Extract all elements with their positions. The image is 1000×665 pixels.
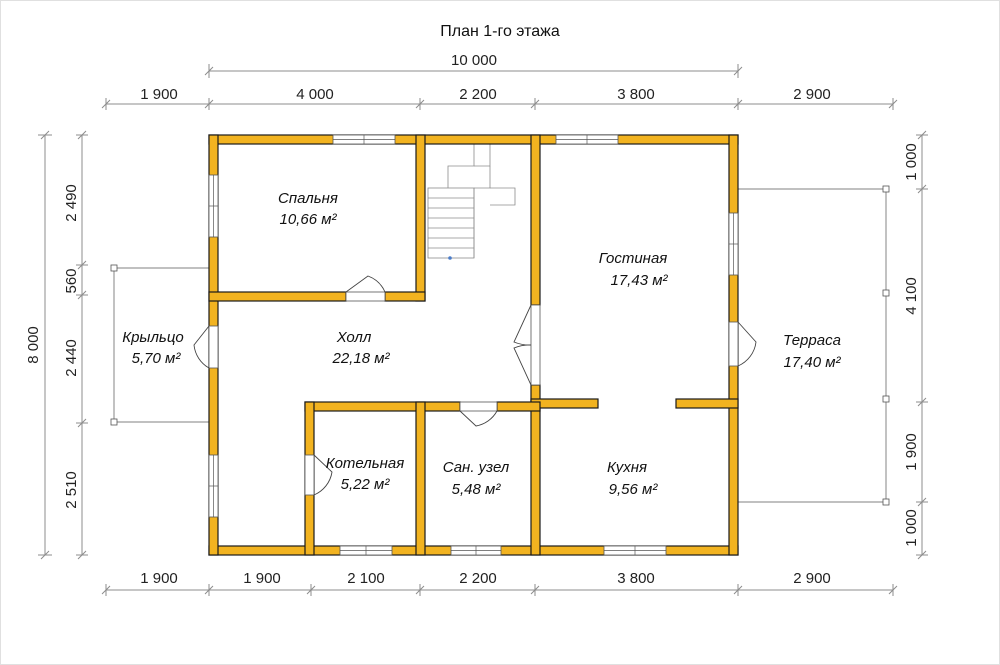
window — [603, 545, 667, 556]
terrace-post — [882, 185, 890, 193]
room-bedroom: Спальня 10,66 м² — [278, 190, 338, 228]
room-bathroom: Сан. узел 5,48 м² — [443, 459, 510, 498]
windows — [208, 134, 739, 556]
outer-wall-top — [208, 134, 739, 145]
room-porch: Крыльцо 5,70 м² — [122, 329, 184, 367]
top-dim-2: 4 000 — [296, 86, 334, 103]
room-boiler: Котельная 5,22 м² — [326, 455, 404, 493]
top-dim-4: 3 800 — [617, 86, 655, 103]
door — [459, 401, 498, 427]
left-total-label: 8 000 — [25, 326, 42, 364]
left-dim-4: 2 510 — [63, 471, 80, 509]
door — [728, 321, 757, 367]
bottom-dim-4: 2 200 — [459, 570, 497, 587]
staircase — [427, 143, 516, 260]
right-dim-1: 1 000 — [903, 143, 920, 181]
right-dimension-chain: 1 000 4 100 1 900 1 000 — [903, 130, 928, 560]
terrace-post — [882, 395, 890, 403]
window — [555, 134, 619, 145]
room-living-name: Гостиная — [599, 250, 668, 267]
right-dim-2: 4 100 — [903, 277, 920, 315]
bedroom-wall-bottom-b — [384, 291, 426, 302]
room-kitchen-name: Кухня — [607, 459, 647, 476]
room-terrace-area: 17,40 м² — [784, 354, 842, 371]
room-terrace: Терраса 17,40 м² — [783, 332, 841, 371]
top-dim-5: 2 900 — [793, 86, 831, 103]
door — [345, 275, 386, 302]
overall-width-label: 10 000 — [451, 52, 497, 69]
living-wall-upper — [530, 134, 541, 306]
left-dim-3: 2 440 — [63, 339, 80, 377]
window — [208, 454, 219, 518]
window — [339, 545, 393, 556]
plan-title: План 1-го этажа — [440, 23, 560, 40]
utility-wall-top-b — [496, 401, 541, 412]
right-dim-3: 1 900 — [903, 433, 920, 471]
porch-outline — [110, 264, 209, 426]
bottom-dim-5: 3 800 — [617, 570, 655, 587]
porch-post — [110, 264, 118, 272]
utility-wall-top-a — [304, 401, 461, 412]
room-hall: Холл 22,18 м² — [332, 329, 391, 367]
doors — [193, 275, 757, 496]
door — [304, 454, 333, 496]
top-dim-1: 1 900 — [140, 86, 178, 103]
room-bathroom-area: 5,48 м² — [452, 481, 502, 498]
boiler-wall-right — [415, 401, 426, 556]
stair-marker — [448, 256, 452, 260]
bottom-dim-2: 1 900 — [243, 570, 281, 587]
bottom-dim-6: 2 900 — [793, 570, 831, 587]
porch-post — [110, 418, 118, 426]
left-dim-2: 560 — [63, 268, 80, 293]
left-total-dimension: 8 000 — [25, 130, 52, 560]
window — [332, 134, 396, 145]
terrace-outline — [738, 185, 890, 506]
door — [513, 304, 541, 386]
bottom-dim-3: 2 100 — [347, 570, 385, 587]
left-dim-1: 2 490 — [63, 184, 80, 222]
terrace-post — [882, 498, 890, 506]
left-dimension-chain: 2 490 560 2 440 2 510 — [63, 130, 88, 560]
top-dimension-chain: 1 900 4 000 2 200 3 800 2 900 — [101, 86, 898, 110]
room-boiler-area: 5,22 м² — [341, 476, 391, 493]
kitchen-divider-right — [675, 398, 739, 409]
kitchen-divider-left — [530, 398, 599, 409]
room-bedroom-name: Спальня — [278, 190, 338, 207]
overall-width-dimension: 10 000 — [204, 52, 743, 78]
room-kitchen: Кухня 9,56 м² — [607, 459, 658, 498]
door — [193, 325, 219, 369]
room-bathroom-name: Сан. узел — [443, 459, 510, 476]
bottom-dim-1: 1 900 — [140, 570, 178, 587]
top-dim-3: 2 200 — [459, 86, 497, 103]
room-boiler-name: Котельная — [326, 455, 404, 472]
window — [208, 174, 219, 238]
terrace-post — [882, 289, 890, 297]
room-living-area: 17,43 м² — [611, 272, 669, 289]
room-hall-name: Холл — [336, 329, 372, 346]
room-bedroom-area: 10,66 м² — [280, 211, 338, 228]
right-dim-4: 1 000 — [903, 509, 920, 547]
bedroom-wall-right — [415, 134, 426, 302]
room-living: Гостиная 17,43 м² — [599, 250, 669, 289]
room-kitchen-area: 9,56 м² — [609, 481, 659, 498]
window — [450, 545, 502, 556]
room-terrace-name: Терраса — [783, 332, 841, 349]
window — [728, 212, 739, 276]
room-porch-name: Крыльцо — [122, 329, 184, 346]
bottom-dimension-chain: 1 900 1 900 2 100 2 200 3 800 2 900 — [101, 570, 898, 596]
bedroom-wall-bottom-a — [208, 291, 347, 302]
room-porch-area: 5,70 м² — [132, 350, 182, 367]
room-hall-area: 22,18 м² — [332, 350, 391, 367]
